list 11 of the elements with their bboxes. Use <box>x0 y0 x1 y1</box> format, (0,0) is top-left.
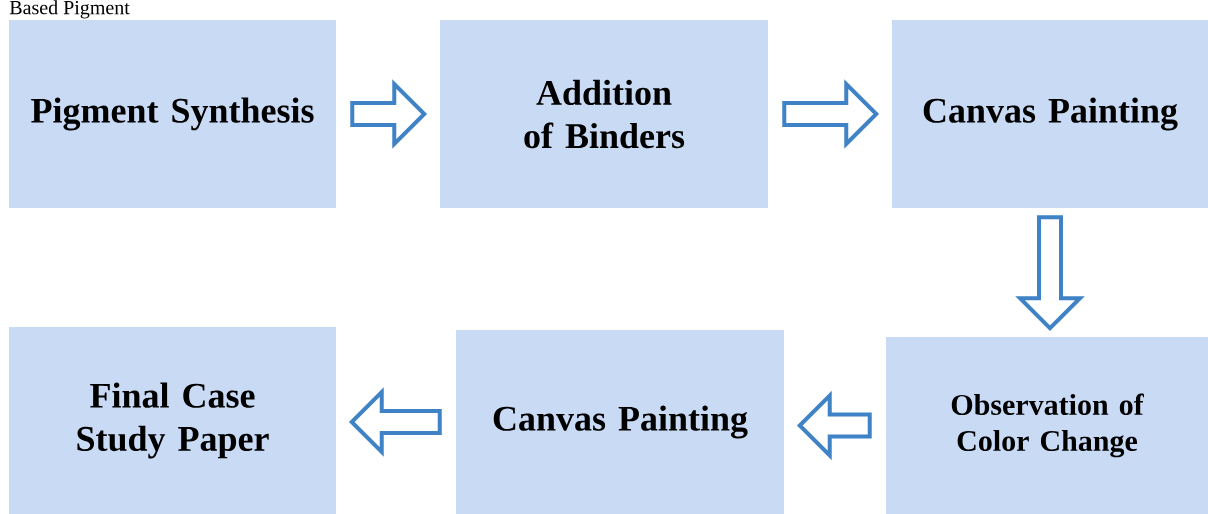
block-arrow <box>1015 215 1085 332</box>
block-arrow <box>796 390 872 461</box>
block-arrow <box>348 387 442 457</box>
block-arrow <box>350 79 428 149</box>
process-box: Pigment Synthesis <box>9 20 336 208</box>
process-box: Observation of Color Change <box>886 337 1208 514</box>
process-box: Canvas Painting <box>456 330 784 514</box>
process-box: Addition of Binders <box>440 20 768 208</box>
process-box: Final Case Study Paper <box>9 327 336 514</box>
process-box: Canvas Painting <box>892 20 1208 208</box>
block-arrow <box>782 79 880 149</box>
